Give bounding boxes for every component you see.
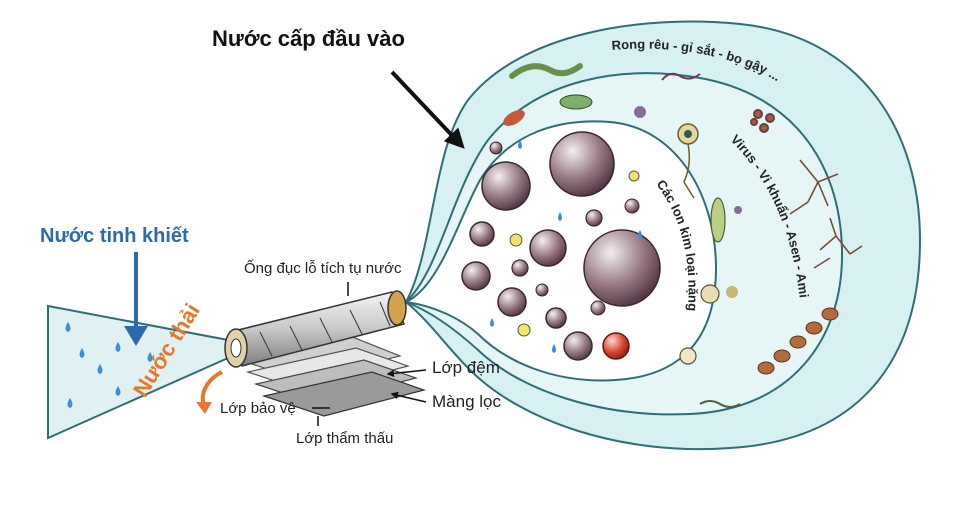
pure-water-arrow — [124, 252, 148, 346]
feed-water-label: Nước cấp đầu vào — [212, 26, 405, 51]
heavy-metal-ions — [461, 131, 661, 361]
feed-water-arrow — [390, 70, 465, 149]
water-droplets — [65, 322, 153, 408]
pure-water-label: Nước tinh khiết — [40, 225, 189, 247]
microbes — [503, 63, 742, 365]
protective-layer-label: Lớp bảo vệ — [220, 400, 296, 417]
leader-lines — [312, 282, 427, 426]
membrane-label: Màng lọc — [432, 392, 501, 411]
ro-membrane-cartridge — [224, 290, 427, 417]
permeate-layer-label: Lớp thẩm thấu — [296, 430, 394, 447]
spacer-layer-label: Lớp đệm — [432, 358, 500, 377]
perforated-tube-label: Ống đục lỗ tích tụ nước — [244, 260, 402, 277]
algae-debris — [699, 109, 863, 408]
